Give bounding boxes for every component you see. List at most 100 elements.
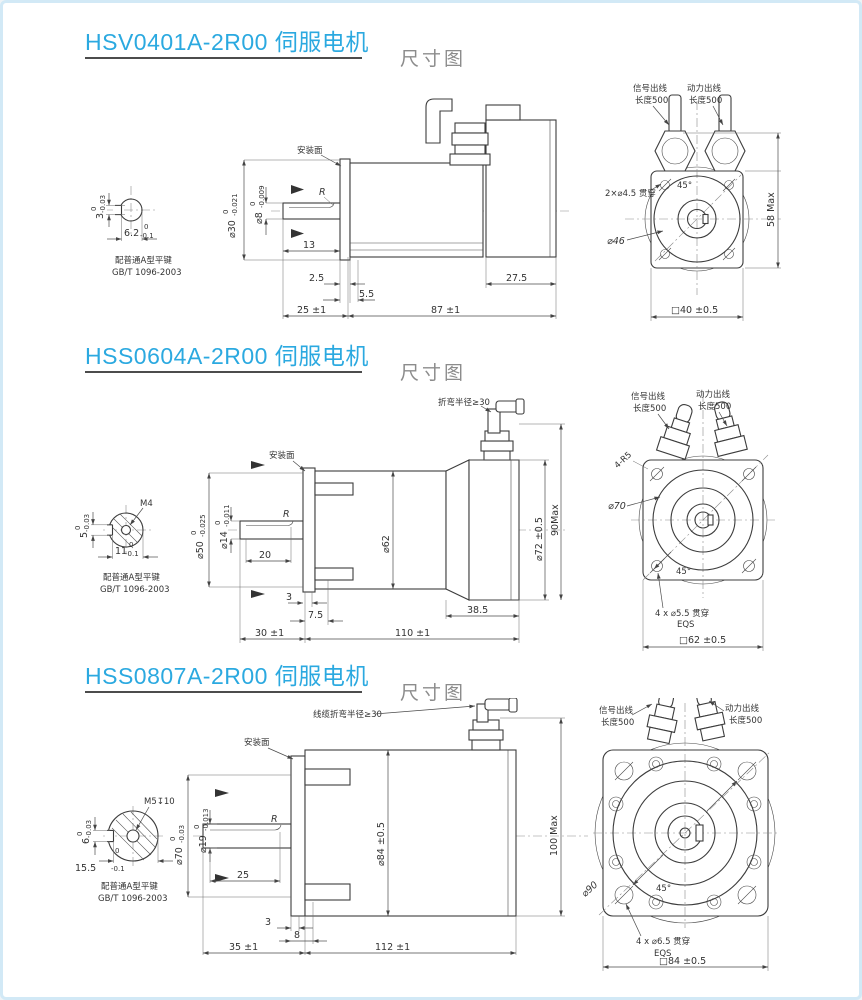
svg-text:-0.03: -0.03 [178, 825, 186, 843]
signal-cable-label: 信号出线 [599, 705, 634, 716]
dim-35: 35 ±1 [229, 942, 258, 953]
dim-dia30: ⌀30 0 -0.021 [222, 193, 239, 238]
thread-callout: M5↧10 [144, 797, 175, 807]
power-cable-label: 动力出线 [687, 83, 722, 94]
dim-dia70: ⌀70 0 -0.03 [169, 825, 186, 865]
section3-title: HSS0807A-2R00 伺服电机 [85, 663, 369, 689]
dim-key-length-tol-top: 0 [144, 223, 148, 231]
dia46-label: ⌀46 [607, 236, 625, 247]
dim-key-length-tol-top: 0 [129, 541, 133, 549]
dim-key-length-tol-bot: -0.1 [140, 232, 154, 240]
dim-27-5: 27.5 [506, 273, 527, 284]
dim-dia62: ⌀62 [381, 535, 392, 553]
dim-112: 112 ±1 [375, 942, 410, 953]
dim-7-5: 7.5 [308, 610, 323, 621]
svg-text:100 Max: 100 Max [549, 815, 560, 856]
key-note-line1: 配普通A型平键 [101, 881, 158, 892]
front-view: 信号出线 长度500 动力出线 长度500 ⌀90 45° 4 x ⌀6.5 贯… [580, 698, 778, 971]
dim-key-length: 6.2 [124, 228, 139, 239]
dim-key-length: 11 [115, 546, 127, 557]
mount-holes-callout: 4 x ⌀5.5 贯穿 [655, 608, 709, 619]
dim-square84: □84 ±0.5 [659, 956, 706, 967]
key-note-line1: 配普通A型平键 [103, 572, 160, 583]
dim-square62: □62 ±0.5 [679, 635, 726, 646]
dim-20: 20 [259, 550, 271, 561]
dim-100max: 100 Max [549, 815, 560, 856]
dia90-label: ⌀90 [580, 879, 601, 899]
dim-dia50: ⌀50 0 -0.025 [190, 514, 207, 559]
dim-key-width: 5 0 -0.03 [74, 514, 91, 538]
angle-45-label: 45° [677, 181, 692, 191]
mounting-face-label: 安装面 [297, 145, 323, 156]
section3-title-underline [85, 691, 362, 693]
svg-text:0: 0 [214, 521, 222, 525]
svg-text:⌀84 ±0.5: ⌀84 ±0.5 [376, 822, 387, 866]
eqs-label: EQS [677, 620, 694, 630]
svg-text:4-R5: 4-R5 [613, 450, 634, 471]
dim-58max: 58 Max [766, 192, 777, 227]
shaft-key-detail: M4 5 0 -0.03 11 0 -0.1 配普通A型平键 GB/T 1096… [74, 499, 170, 595]
mounting-face-label: 安装面 [269, 450, 295, 461]
front-view: 信号出线 长度500 动力出线 长度500 2×⌀4.5 贯穿 45° ⌀46 … [605, 83, 781, 321]
dim-25: 25 ±1 [297, 305, 326, 316]
dim-38-5: 38.5 [467, 605, 488, 616]
section2-title-underline [85, 371, 362, 373]
side-view: R 线缆折弯半径≥30 安装面 ⌀70 0 -0.03 [169, 698, 588, 955]
mount-holes-callout: 2×⌀4.5 贯穿 [605, 188, 656, 199]
dim-dia14: ⌀14 0 -0.011 [214, 504, 231, 549]
key-note-line2: GB/T 1096-2003 [100, 585, 170, 595]
svg-text:0: 0 [190, 531, 198, 535]
dim-5-5: 5.5 [359, 289, 374, 300]
front-view: 信号出线 长度500 动力出线 长度500 4-R5 ⌀70 45° 4 x ⌀… [608, 389, 775, 651]
svg-text:-0.03: -0.03 [99, 195, 107, 213]
key-note-line2: GB/T 1096-2003 [112, 268, 182, 278]
svg-text:⌀72 ±0.5: ⌀72 ±0.5 [534, 517, 545, 561]
power-cable-length: 长度500 [729, 715, 762, 726]
svg-text:0: 0 [249, 202, 257, 206]
hss0604a-dimension-drawing: M4 5 0 -0.03 11 0 -0.1 配普通A型平键 GB/T 1096… [74, 389, 775, 651]
key-note-line1: 配普通A型平键 [115, 255, 172, 266]
shaft-radius-label: R [271, 814, 278, 825]
signal-cable-length: 长度500 [633, 403, 666, 414]
angle-45-label: 45° [656, 884, 671, 894]
dim-dia19: ⌀19 0 -0.013 [193, 808, 210, 853]
svg-text:5: 5 [79, 532, 90, 538]
signal-cable-label: 信号出线 [633, 83, 668, 94]
section2-title: HSS0604A-2R00 伺服电机 [85, 343, 369, 369]
svg-text:⌀19: ⌀19 [198, 835, 209, 853]
power-cable-label: 动力出线 [725, 703, 760, 714]
section1-title-underline [85, 57, 362, 59]
corner-radius-callout: 4-R5 [613, 450, 634, 471]
svg-text:-0.03: -0.03 [83, 514, 91, 532]
dia70-label: ⌀70 [608, 501, 626, 512]
hsv0401a-dimension-drawing: 3 0 -0.03 6.2 0 -0.1 配普通A型平键 GB/T 1096-2… [90, 83, 781, 321]
svg-text:-0.009: -0.009 [258, 185, 266, 208]
svg-text:-0.013: -0.013 [202, 808, 210, 831]
shaft-key-detail: 3 0 -0.03 6.2 0 -0.1 配普通A型平键 GB/T 1096-2… [90, 186, 182, 278]
dim-key-width: 3 0 -0.03 [90, 195, 107, 219]
bend-radius-note: 线缆折弯半径≥30 [313, 709, 382, 720]
hss0807a-dimension-drawing: M5↧10 6 0 -0.03 15.5 0 -0.1 配普通A型平键 GB/T… [75, 698, 778, 971]
signal-cable-label: 信号出线 [631, 391, 666, 402]
svg-text:-0.025: -0.025 [199, 514, 207, 537]
dim-110: 110 ±1 [395, 628, 430, 639]
mount-holes-callout: 4 x ⌀6.5 贯穿 [636, 936, 690, 947]
dim-key-width: 6 0 -0.03 [76, 820, 93, 844]
bend-radius-note: 折弯半径≥30 [438, 397, 490, 408]
dim-3: 3 [286, 592, 292, 603]
svg-text:58 Max: 58 Max [766, 192, 777, 227]
svg-text:⌀70: ⌀70 [174, 847, 185, 865]
dim-key-length-tol-bot: -0.1 [125, 550, 139, 558]
section2-caption: 尺寸图 [400, 363, 467, 384]
section3-caption: 尺寸图 [400, 683, 467, 704]
svg-text:6: 6 [81, 838, 92, 844]
svg-text:0: 0 [193, 825, 201, 829]
dim-2-5: 2.5 [309, 273, 324, 284]
svg-text:⌀8: ⌀8 [254, 212, 265, 224]
svg-text:-0.021: -0.021 [231, 193, 239, 216]
thread-callout: M4 [140, 499, 153, 509]
svg-text:3: 3 [95, 213, 106, 219]
svg-text:0: 0 [74, 526, 82, 530]
dim-25: 25 [237, 870, 249, 881]
section1-caption: 尺寸图 [400, 49, 467, 70]
